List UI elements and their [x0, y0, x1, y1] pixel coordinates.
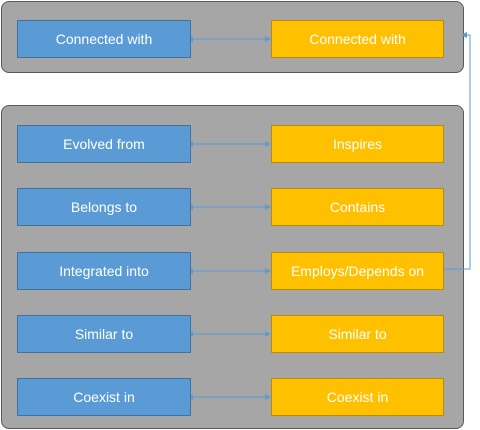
relation-box-right-5: Coexist in — [271, 378, 444, 416]
relation-label-right-1: Inspires — [332, 136, 383, 152]
relation-box-right-2: Contains — [271, 188, 444, 226]
relation-label-right-3: Employs/Depends on — [290, 263, 425, 279]
relation-label-left-1: Evolved from — [63, 136, 145, 152]
relation-label-left-4: Similar to — [74, 326, 134, 342]
relation-label-left-3: Integrated into — [59, 263, 149, 279]
relation-box-left-2: Belongs to — [17, 188, 191, 226]
relation-box-right-0: Connected with — [271, 20, 444, 58]
relation-label-right-0: Connected with — [309, 31, 406, 47]
relation-box-left-5: Coexist in — [17, 378, 191, 416]
relation-label-right-2: Contains — [329, 199, 386, 215]
relation-label-right-4: Similar to — [328, 326, 387, 342]
relation-box-right-4: Similar to — [271, 315, 444, 353]
relation-label-left-0: Connected with — [55, 31, 153, 47]
relation-label-left-2: Belongs to — [70, 199, 138, 215]
relation-box-right-1: Inspires — [271, 125, 444, 163]
relation-box-left-3: Integrated into — [17, 252, 191, 290]
relation-box-right-3: Employs/Depends on — [271, 252, 444, 290]
relation-label-left-5: Coexist in — [73, 389, 135, 405]
relation-box-left-4: Similar to — [17, 315, 191, 353]
relation-box-left-1: Evolved from — [17, 125, 191, 163]
relation-label-right-5: Coexist in — [326, 389, 389, 405]
relation-box-left-0: Connected with — [17, 20, 191, 58]
